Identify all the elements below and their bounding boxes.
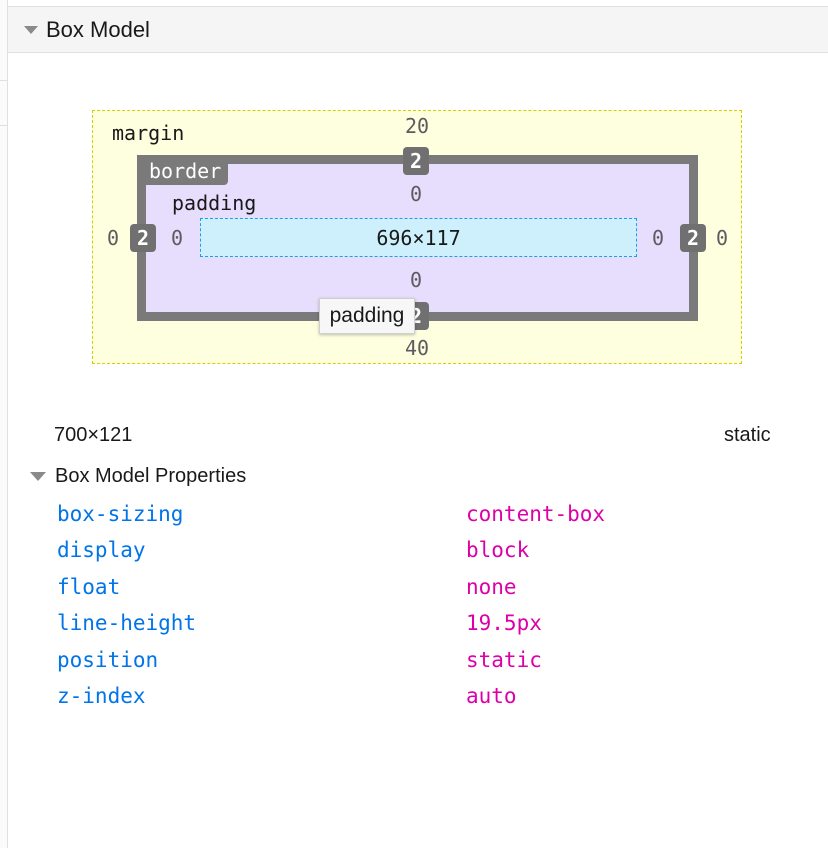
property-name: position xyxy=(57,648,159,672)
property-row: display block xyxy=(0,538,828,568)
expand-triangle-icon[interactable] xyxy=(30,471,46,481)
property-row: line-height 19.5px xyxy=(0,611,828,641)
property-row: z-index auto xyxy=(0,684,828,714)
property-value[interactable]: static xyxy=(466,648,542,672)
padding-label: padding xyxy=(172,191,257,215)
margin-right-value[interactable]: 0 xyxy=(715,226,729,250)
tooltip-text: padding xyxy=(329,304,405,327)
gutter-divider xyxy=(0,80,7,81)
content-size: 696×117 xyxy=(376,225,461,250)
border-left-value[interactable]: 2 xyxy=(130,224,156,252)
box-model-properties-header[interactable]: Box Model Properties xyxy=(30,460,246,492)
expand-triangle-icon[interactable] xyxy=(24,25,38,34)
padding-top-value[interactable]: 0 xyxy=(409,182,423,206)
gutter-divider xyxy=(0,125,7,126)
top-divider xyxy=(8,6,828,7)
border-right-value[interactable]: 2 xyxy=(680,224,706,252)
margin-bottom-value[interactable]: 40 xyxy=(404,336,430,360)
padding-left-value[interactable]: 0 xyxy=(170,226,184,250)
property-name: display xyxy=(57,538,146,562)
property-value[interactable]: content-box xyxy=(466,502,606,526)
margin-top-value[interactable]: 20 xyxy=(404,114,430,138)
property-value[interactable]: 19.5px xyxy=(466,611,542,635)
property-row: box-sizing content-box xyxy=(0,502,828,532)
section-title: Box Model xyxy=(46,16,150,42)
property-value[interactable]: auto xyxy=(466,684,517,708)
margin-label: margin xyxy=(112,121,185,145)
property-name: box-sizing xyxy=(57,502,184,526)
property-name: float xyxy=(57,575,121,599)
property-row: position static xyxy=(0,648,828,678)
left-gutter xyxy=(0,0,8,848)
padding-bottom-value[interactable]: 0 xyxy=(409,268,423,292)
margin-left-value[interactable]: 0 xyxy=(106,226,120,250)
property-name: line-height xyxy=(57,611,197,635)
padding-right-value[interactable]: 0 xyxy=(651,226,665,250)
element-dimensions: 700×121 xyxy=(54,424,133,446)
content-box[interactable]: 696×117 xyxy=(200,218,637,257)
property-value[interactable]: block xyxy=(466,538,530,562)
border-top-value[interactable]: 2 xyxy=(403,147,429,175)
border-label: border xyxy=(142,157,229,185)
element-position: static xyxy=(724,424,771,446)
property-value[interactable]: none xyxy=(466,575,517,599)
box-model-section-header[interactable]: Box Model xyxy=(8,7,828,53)
property-name: z-index xyxy=(57,684,146,708)
region-tooltip: padding xyxy=(319,298,415,334)
property-row: float none xyxy=(0,575,828,605)
properties-title: Box Model Properties xyxy=(55,464,247,487)
